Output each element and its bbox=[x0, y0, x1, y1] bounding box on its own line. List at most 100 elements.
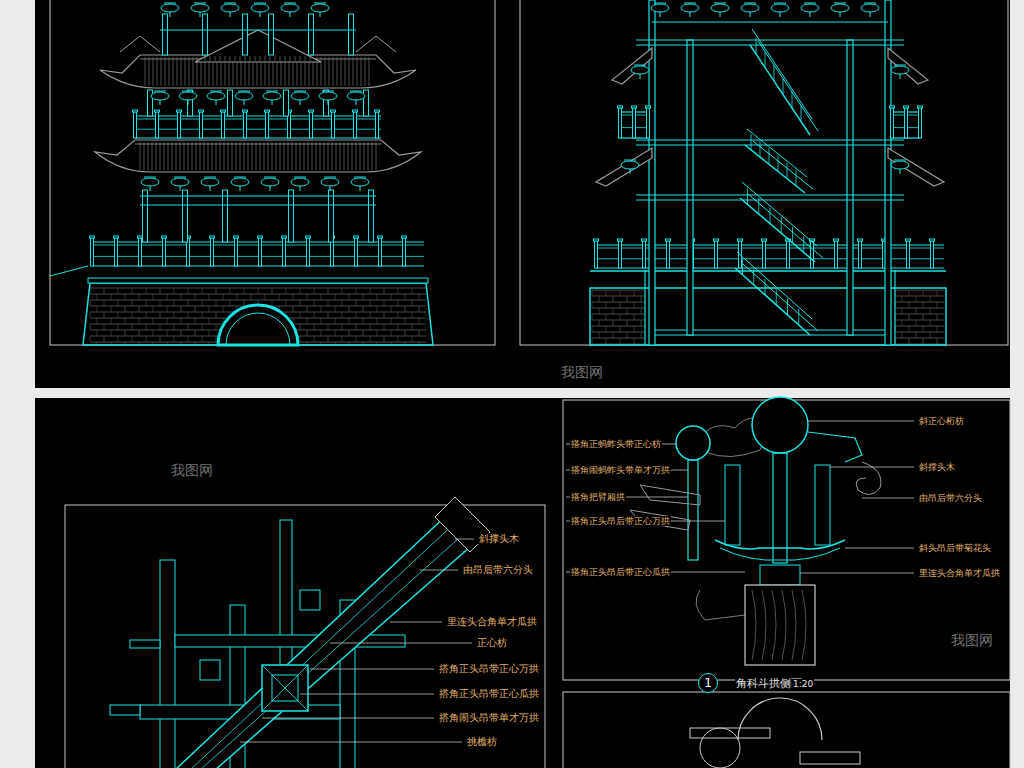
brick-joint bbox=[321, 318, 322, 324]
railing-cap bbox=[738, 239, 743, 241]
brick-joint bbox=[167, 294, 168, 300]
railing-post bbox=[907, 241, 910, 268]
railing-cap bbox=[221, 110, 226, 112]
leader-line bbox=[455, 539, 474, 540]
railing-cap bbox=[177, 110, 182, 112]
bracket-stem bbox=[170, 12, 171, 17]
brick-joint bbox=[167, 306, 168, 312]
brick-joint bbox=[370, 324, 371, 330]
brick-joint bbox=[300, 312, 301, 318]
column bbox=[289, 190, 294, 242]
roof-tile bbox=[169, 57, 170, 86]
brick-joint bbox=[937, 326, 938, 332]
gable-ridge bbox=[356, 36, 396, 52]
brick-joint bbox=[356, 300, 357, 306]
brick-joint bbox=[307, 318, 308, 324]
brick-joint bbox=[909, 302, 910, 308]
floor-line bbox=[636, 194, 904, 195]
railing-rail bbox=[135, 129, 381, 130]
wood-grain bbox=[792, 590, 796, 660]
railing-cap bbox=[155, 110, 160, 112]
bracket-set bbox=[161, 4, 179, 12]
bracket-stem bbox=[216, 100, 217, 105]
brick-joint bbox=[160, 312, 161, 318]
lintel bbox=[652, 22, 888, 23]
handrail-baluster bbox=[774, 65, 775, 81]
floor-line bbox=[636, 145, 904, 146]
brick-joint bbox=[111, 294, 112, 300]
brick-joint bbox=[641, 332, 642, 338]
part-label: 由昂后带六分头 bbox=[918, 493, 983, 504]
brick-joint bbox=[132, 336, 133, 342]
bracket-stem bbox=[780, 12, 781, 17]
brick-joint bbox=[181, 306, 182, 312]
handrail-baluster bbox=[796, 170, 797, 186]
brick-joint bbox=[139, 330, 140, 336]
part-label: 搭角正头昂后带正心万拱 bbox=[570, 516, 671, 527]
railing-cap bbox=[309, 110, 314, 112]
handrail-baluster bbox=[758, 198, 759, 214]
roof-tile bbox=[256, 142, 257, 170]
bracket-arm bbox=[314, 3, 326, 4]
brick-joint bbox=[342, 312, 343, 318]
brick-joint bbox=[223, 294, 224, 300]
brick-joint bbox=[188, 336, 189, 342]
bracket-stem bbox=[200, 12, 201, 17]
brick-joint bbox=[195, 294, 196, 300]
brick-joint bbox=[405, 318, 406, 324]
railing-cap bbox=[375, 110, 380, 112]
brick-joint bbox=[627, 296, 628, 302]
bracket-member bbox=[815, 465, 830, 545]
stair-handrail bbox=[747, 129, 807, 177]
handrail-baluster bbox=[787, 299, 788, 315]
part-label: 斜撑头木 bbox=[918, 462, 956, 473]
brick-joint bbox=[923, 302, 924, 308]
roof-tile bbox=[356, 142, 357, 170]
roof-tile bbox=[368, 142, 369, 170]
brick-joint bbox=[391, 318, 392, 324]
brick-joint bbox=[930, 308, 931, 314]
railing-post bbox=[134, 112, 137, 138]
brick-joint bbox=[384, 288, 385, 294]
bracket-member bbox=[800, 752, 860, 764]
column bbox=[228, 90, 233, 116]
railing-cap bbox=[282, 236, 287, 238]
railing-post bbox=[222, 112, 225, 138]
roof-tile bbox=[336, 142, 337, 170]
roof-tile bbox=[260, 56, 261, 61]
section-wall bbox=[894, 270, 895, 345]
column bbox=[223, 190, 228, 242]
roof-tile bbox=[235, 56, 236, 61]
bracket-member bbox=[725, 465, 740, 545]
handrail-baluster bbox=[756, 38, 757, 54]
bracket-arm bbox=[714, 3, 726, 4]
brick-joint bbox=[606, 302, 607, 308]
brick-joint bbox=[363, 306, 364, 312]
handrail-baluster bbox=[792, 92, 793, 108]
leader-line bbox=[300, 694, 434, 695]
brick-joint bbox=[132, 312, 133, 318]
brick-joint bbox=[244, 288, 245, 294]
bracket-stem bbox=[150, 186, 151, 191]
railing-post bbox=[931, 241, 934, 268]
wall-outline bbox=[696, 590, 745, 620]
floor-line bbox=[636, 200, 904, 201]
eave-section bbox=[888, 48, 928, 84]
handrail-baluster bbox=[753, 269, 754, 285]
brick-joint bbox=[398, 312, 399, 318]
brick-joint bbox=[195, 318, 196, 324]
bracket-set bbox=[251, 4, 269, 12]
brick-joint bbox=[349, 306, 350, 312]
floor-line bbox=[590, 270, 946, 272]
post bbox=[688, 460, 698, 560]
bracket-arm bbox=[234, 177, 246, 178]
bracket-arm bbox=[720, 548, 840, 560]
brick-joint bbox=[216, 336, 217, 342]
part-label: 斜头昂后带菊花头 bbox=[918, 543, 992, 554]
brick-joint bbox=[125, 330, 126, 336]
railing-cap bbox=[133, 110, 138, 112]
roof-tile bbox=[168, 142, 169, 170]
bracket-stem bbox=[240, 186, 241, 191]
railing-post bbox=[376, 112, 379, 138]
roof-tile bbox=[280, 56, 281, 61]
